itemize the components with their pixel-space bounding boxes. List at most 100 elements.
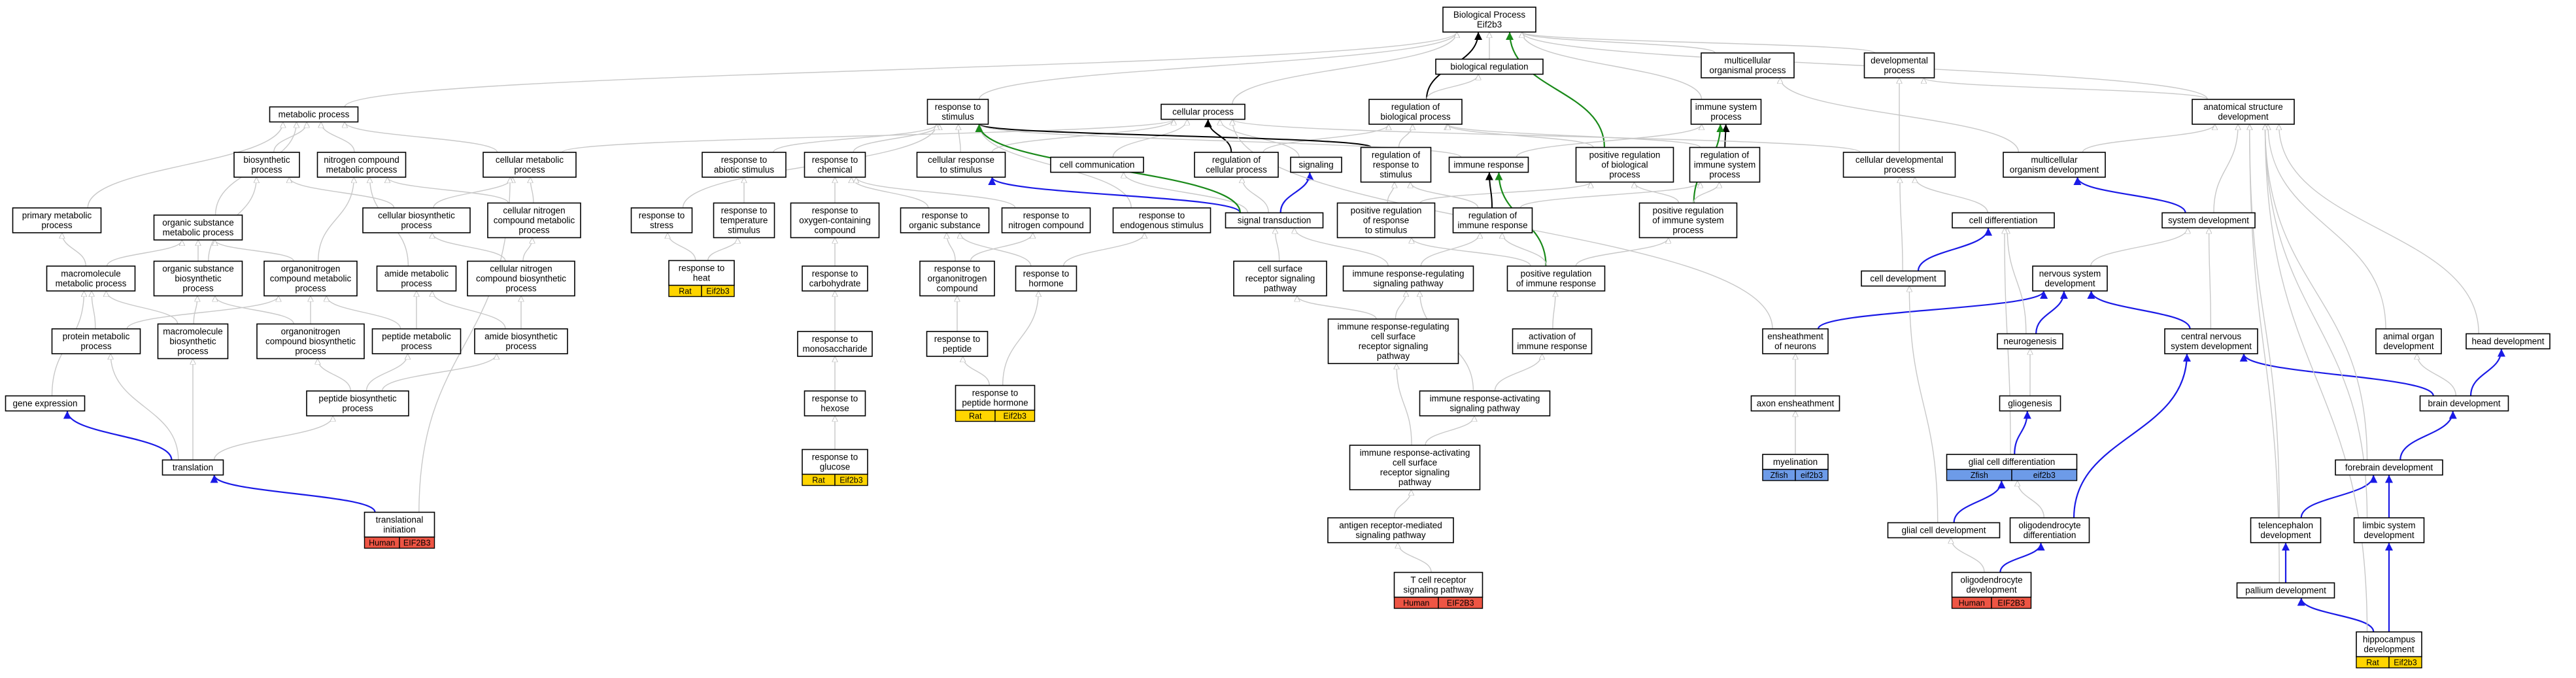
node-box — [1368, 99, 1463, 125]
node-label-line: animal organ — [2383, 331, 2434, 341]
edge-part-of-celldev-to-celldiff — [1917, 228, 1993, 271]
node-label-line: process — [401, 279, 432, 288]
node-label-line: multicellular — [1724, 56, 1771, 65]
edge-is-a-immregsig-to-sigtrans — [1295, 228, 1389, 267]
edge-is-a-respstim-to-bp — [978, 31, 1457, 100]
node-label-line: hexose — [821, 403, 849, 413]
gene-tag — [2011, 469, 2078, 481]
node-label-line: T cell receptor — [1410, 575, 1466, 585]
node-box — [1842, 152, 1956, 178]
gene-tag — [1438, 596, 1483, 609]
go-term-node-brain-development: brain development — [2419, 395, 2509, 412]
node-label-line: hormone — [1028, 279, 1063, 288]
node-label-line: translation — [173, 463, 213, 473]
node-label-line: biosynthetic — [169, 337, 216, 347]
node-box — [955, 384, 1036, 411]
node-label-line: translational — [376, 515, 424, 525]
edge-is-a-nitroresp-to-chem — [856, 177, 1016, 209]
go-term-node-metabolic-process: metabolic process — [269, 106, 359, 123]
edge-is-a-posregimmresp-to-regimmresp — [1502, 232, 1548, 267]
species-label: Human — [369, 539, 395, 548]
node-label-line: Eif2b3 — [1477, 20, 1502, 29]
node-box — [51, 328, 141, 354]
node-box — [797, 331, 873, 357]
edge-is-a-glialdev-to-celldev — [1909, 286, 1939, 523]
node-label-line: response to — [1023, 211, 1070, 220]
node-label-line: carbohydrate — [809, 279, 861, 288]
node-label-line: process — [1884, 165, 1915, 175]
node-label-line: stimulus — [941, 112, 974, 122]
edge-is-a-regimmresp-to-regimmsys — [1519, 181, 1700, 209]
gene-label: Eif2b3 — [839, 476, 862, 485]
node-label-line: response to — [812, 155, 858, 165]
node-box — [630, 207, 693, 233]
species-label: Rat — [679, 287, 692, 296]
node-box — [1690, 99, 1762, 125]
edge-is-a-posregimmresp-to-posregresp — [1412, 237, 1531, 267]
node-label-line: organismal process — [1709, 65, 1786, 75]
node-box — [153, 260, 243, 297]
edge-is-a-animorg-to-anat — [2268, 124, 2386, 330]
node-label-line: positive regulation — [1589, 150, 1661, 160]
edge-is-a-orgnitromet-to-orgsub — [215, 239, 294, 262]
go-term-node-gliogenesis: gliogenesis — [1999, 395, 2061, 412]
node-box — [1290, 156, 1342, 173]
edge-is-a-regbio-to-bioreg — [1426, 74, 1478, 100]
node-box — [1327, 517, 1454, 543]
node-box — [668, 260, 735, 286]
go-term-node-pallium-development: pallium development — [2236, 582, 2335, 599]
node-label-line: process — [1672, 226, 1704, 235]
edge-is-a-cellnitrobio-to-cellbiosyn — [432, 232, 506, 262]
node-label-line: to stimulus — [1365, 226, 1408, 235]
node-label-line: process — [80, 341, 112, 351]
edge-part-of-sysdev-to-multidev — [2073, 177, 2186, 213]
node-label-line: signaling pathway — [1373, 279, 1444, 288]
node-label-line: regulation of — [1391, 102, 1440, 112]
node-box — [1225, 212, 1324, 229]
gene-tag — [834, 473, 868, 486]
node-label-line: development — [2364, 530, 2415, 540]
node-box — [263, 260, 358, 297]
node-label-line: cell communication — [1060, 160, 1135, 170]
node-label-line: process — [401, 341, 432, 351]
edge-is-a-sigtrans-to-cellcomm — [1124, 172, 1249, 213]
gene-tag — [1795, 469, 1829, 481]
edge-is-a-regresp-to-regbio — [1398, 124, 1413, 148]
node-label-line: process — [505, 341, 537, 351]
edge-is-a-immregsurf-to-surfrec — [1297, 296, 1377, 320]
node-label-line: organonitrogen — [281, 264, 341, 274]
node-label-line: nervous system — [2039, 269, 2101, 279]
edge-is-a-transinit-to-cellmet — [418, 177, 510, 513]
edge-part-of-cns-to-nervdev — [2087, 290, 2191, 330]
node-label-line: Biological Process — [1453, 10, 1526, 20]
node-label-line: positive regulation — [1351, 206, 1422, 216]
node-label-line: glucose — [820, 462, 851, 472]
edge-is-a-orgnitroresp-to-nitroresp — [970, 232, 1032, 262]
node-label-line: process — [1609, 170, 1640, 180]
node-label-line: response to — [922, 211, 968, 220]
node-label-line: pathway — [1398, 477, 1432, 487]
node-label-line: gliogenesis — [2008, 399, 2052, 409]
node-label-line: temperature — [720, 216, 768, 226]
node-label-line: organic substance — [162, 264, 234, 274]
gene-tag — [994, 409, 1036, 422]
edge-part-of-sigtrans-to-cellresp — [988, 177, 1241, 214]
node-label-line: immune response — [1517, 341, 1587, 351]
node-label-line: immune response-regulating — [1352, 269, 1464, 279]
node-label-line: multicellular — [2031, 155, 2078, 165]
node-label-line: macromolecule — [61, 269, 121, 279]
edge-part-of-oligodiff-to-cns — [2073, 353, 2191, 518]
node-label-line: anatomical structure — [2203, 102, 2283, 112]
gene-label: Eif2b3 — [1004, 412, 1026, 421]
node-label-line: pallium development — [2245, 586, 2326, 596]
